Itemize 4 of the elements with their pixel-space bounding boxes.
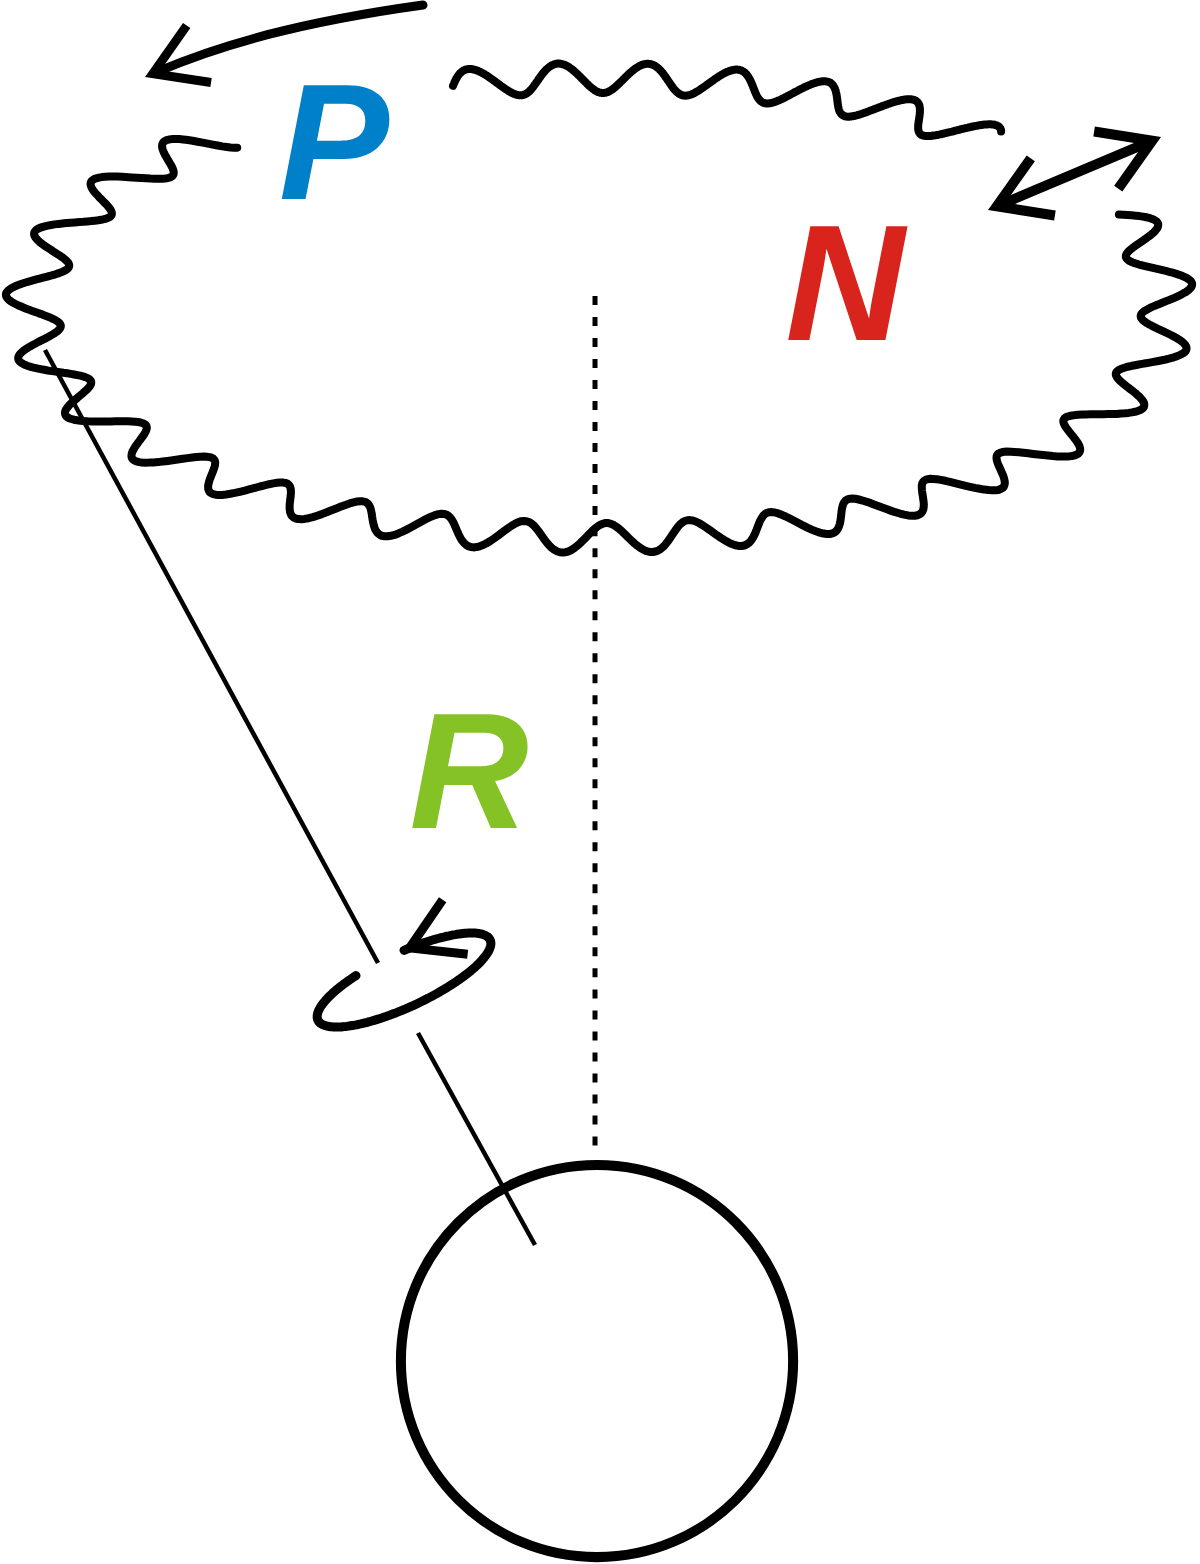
label: N <box>788 226 908 340</box>
circle <box>395 1159 799 1563</box>
label: P <box>281 85 390 199</box>
label: R <box>412 714 528 828</box>
